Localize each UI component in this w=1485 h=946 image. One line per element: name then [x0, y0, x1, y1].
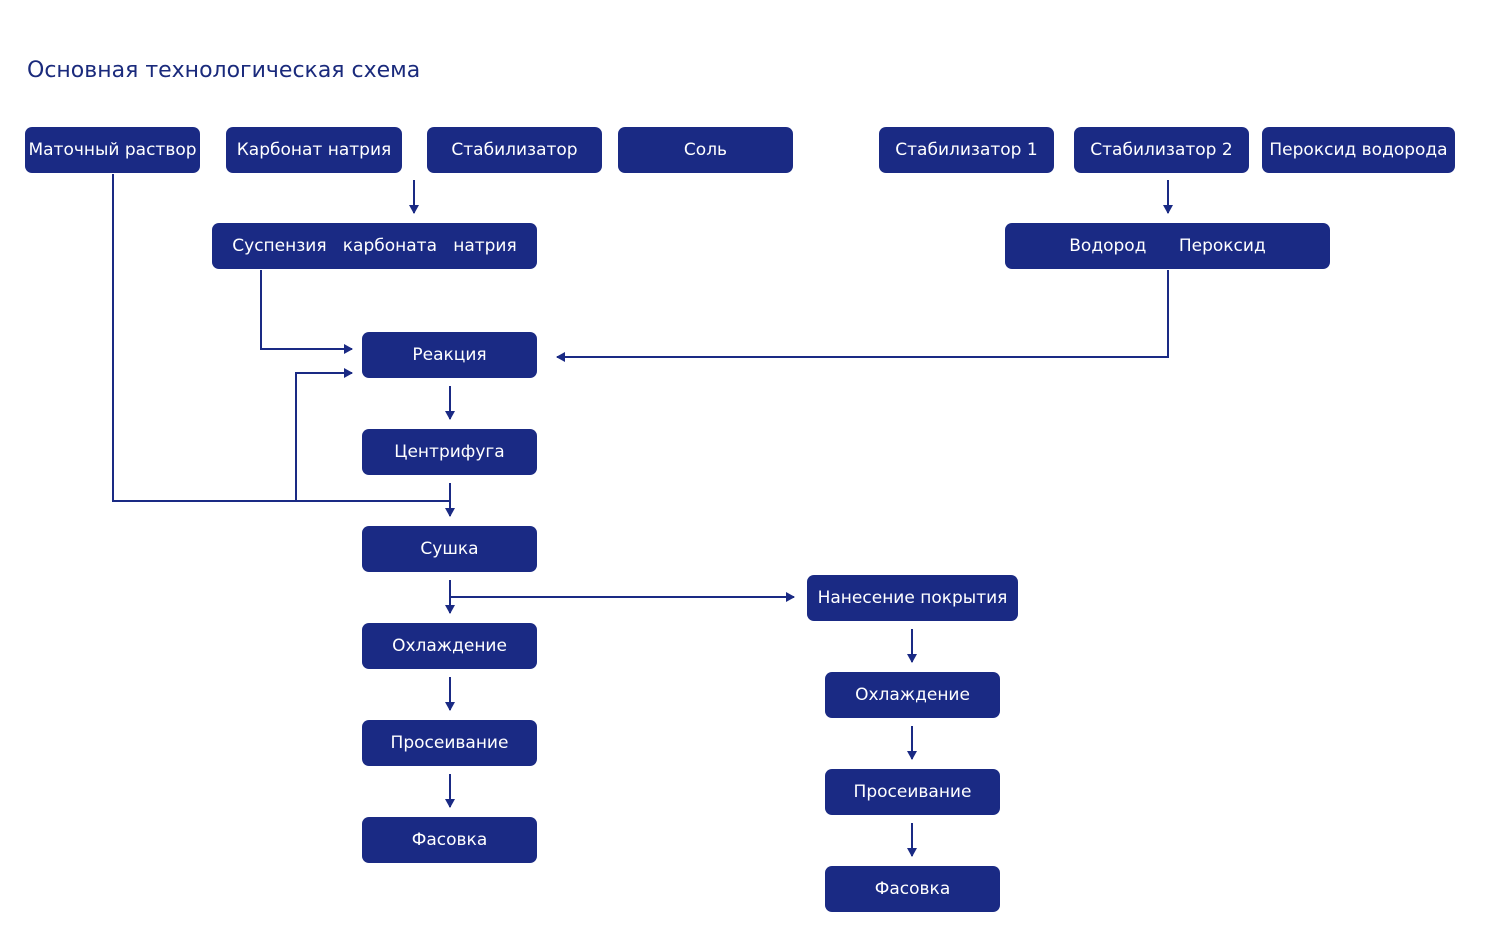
arrow-recycle-to-reaction [295, 368, 353, 501]
input-sodium-carbonate: Карбонат натрия [226, 127, 402, 173]
hydrogen-peroxide-box: Водород Пероксид [1005, 223, 1330, 269]
coating-packing-box: Фасовка [825, 866, 1000, 912]
input-salt: Соль [618, 127, 793, 173]
packing-box: Фасовка [362, 817, 537, 863]
centrifuge-box: Центрифуга [362, 429, 537, 475]
input-mother-liquor: Маточный раствор [25, 127, 200, 173]
input-stabilizer-1: Стабилизатор 1 [879, 127, 1054, 173]
drying-box: Сушка [362, 526, 537, 572]
line-mother-liquor [112, 174, 450, 502]
input-stabilizer-2: Стабилизатор 2 [1074, 127, 1249, 173]
carbonate-suspension-box: Суспензия карбоната натрия [212, 223, 537, 269]
input-hydrogen-peroxide: Пероксид водорода [1262, 127, 1455, 173]
input-stabilizer: Стабилизатор [427, 127, 602, 173]
coating-cooling-box: Охлаждение [825, 672, 1000, 718]
page-title: Основная технологическая схема [27, 58, 421, 83]
arrow-peroxide-to-reaction [556, 270, 1169, 362]
reaction-box: Реакция [362, 332, 537, 378]
arrow-suspension-to-reaction [260, 270, 353, 354]
sieving-box: Просеивание [362, 720, 537, 766]
cooling-box: Охлаждение [362, 623, 537, 669]
coating-sieving-box: Просеивание [825, 769, 1000, 815]
coating-box: Нанесение покрытия [807, 575, 1018, 621]
